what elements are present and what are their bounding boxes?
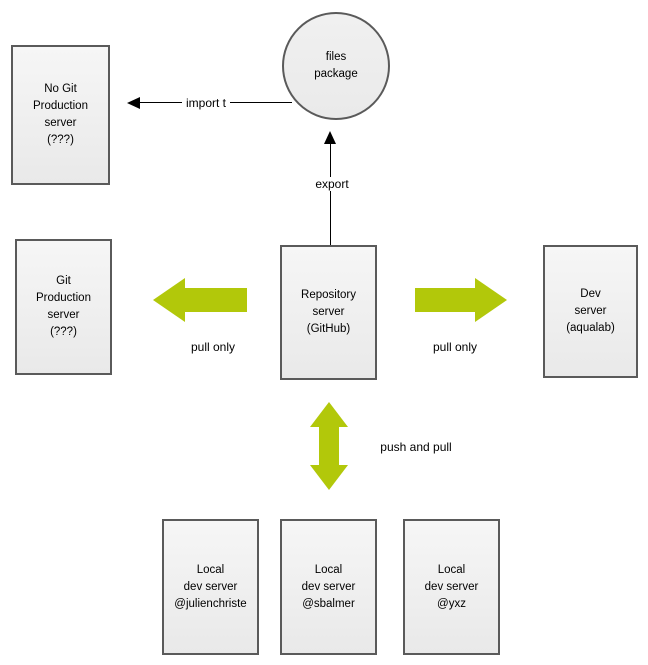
node-local-dev-sbalmer: Local dev server @sbalmer [280,519,377,655]
node-label: No Git Production server (???) [33,83,88,146]
node-repository-server: Repository server (GitHub) [280,245,377,380]
pull-only-left-arrowhead-icon [153,278,185,322]
export-label: export [311,177,353,191]
export-arrowhead-icon [324,131,336,144]
pull-only-left-label: pull only [190,340,236,354]
node-label: Git Production server (???) [36,275,91,338]
import-arrowhead-icon [127,97,140,109]
node-label: files package [314,51,358,80]
node-label: Local dev server @julienchriste [174,563,247,610]
push-pull-arrowhead-up-icon [310,402,348,427]
push-pull-arrow-body [319,425,339,467]
pull-only-left-arrow-body [185,288,247,312]
node-files-package: files package [282,12,390,120]
export-arrow-line [330,140,331,245]
node-label: Dev server (aqualab) [566,288,615,334]
node-local-dev-julienchriste: Local dev server @julienchriste [162,519,259,655]
import-label: import t [181,96,231,110]
node-label: Repository server (GitHub) [301,289,356,335]
pull-only-right-label: pull only [432,340,478,354]
node-label: Local dev server @sbalmer [301,563,356,610]
node-no-git-production-server: No Git Production server (???) [11,45,110,185]
push-pull-arrowhead-down-icon [310,465,348,490]
node-dev-server: Dev server (aqualab) [543,245,638,378]
node-local-dev-yxz: Local dev server @yxz [403,519,500,655]
pull-only-right-arrow-body [415,288,475,312]
node-label: Local dev server @yxz [424,563,479,610]
pull-only-right-arrowhead-icon [475,278,507,322]
push-and-pull-label: push and pull [380,440,452,454]
node-git-production-server: Git Production server (???) [15,239,112,375]
